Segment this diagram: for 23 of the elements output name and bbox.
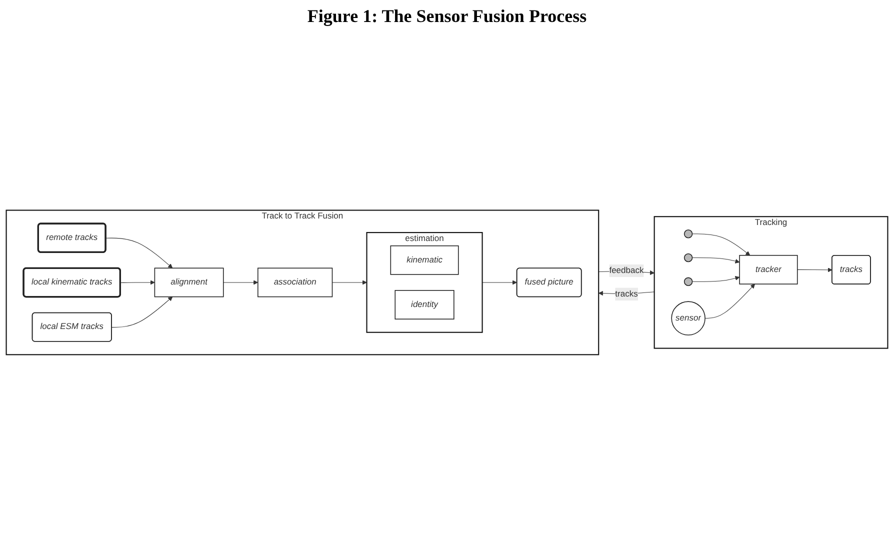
arrow [106, 237, 173, 268]
arrow [704, 283, 756, 318]
edge-label: tracks [615, 288, 638, 298]
node-circle [684, 276, 693, 286]
arrow [332, 280, 367, 284]
node-box: alignment [154, 267, 224, 297]
arrow [692, 276, 740, 282]
edge-label: feedback [609, 266, 644, 275]
node-box: association [258, 267, 333, 297]
arrow [223, 280, 258, 284]
node-circle [684, 229, 693, 238]
arrow [692, 233, 750, 256]
node-box: tracker [739, 254, 798, 284]
arrow [692, 257, 740, 263]
node-box: kinematic [390, 244, 459, 274]
arrow [111, 296, 173, 328]
arrow [120, 280, 155, 284]
arrow [797, 267, 832, 272]
node-box: identity [394, 290, 454, 320]
figure-title: Figure 1: The Sensor Fusion Process [307, 6, 587, 27]
arrow [482, 280, 517, 284]
node-circle: sensor [671, 300, 706, 335]
node-circle [684, 252, 693, 262]
